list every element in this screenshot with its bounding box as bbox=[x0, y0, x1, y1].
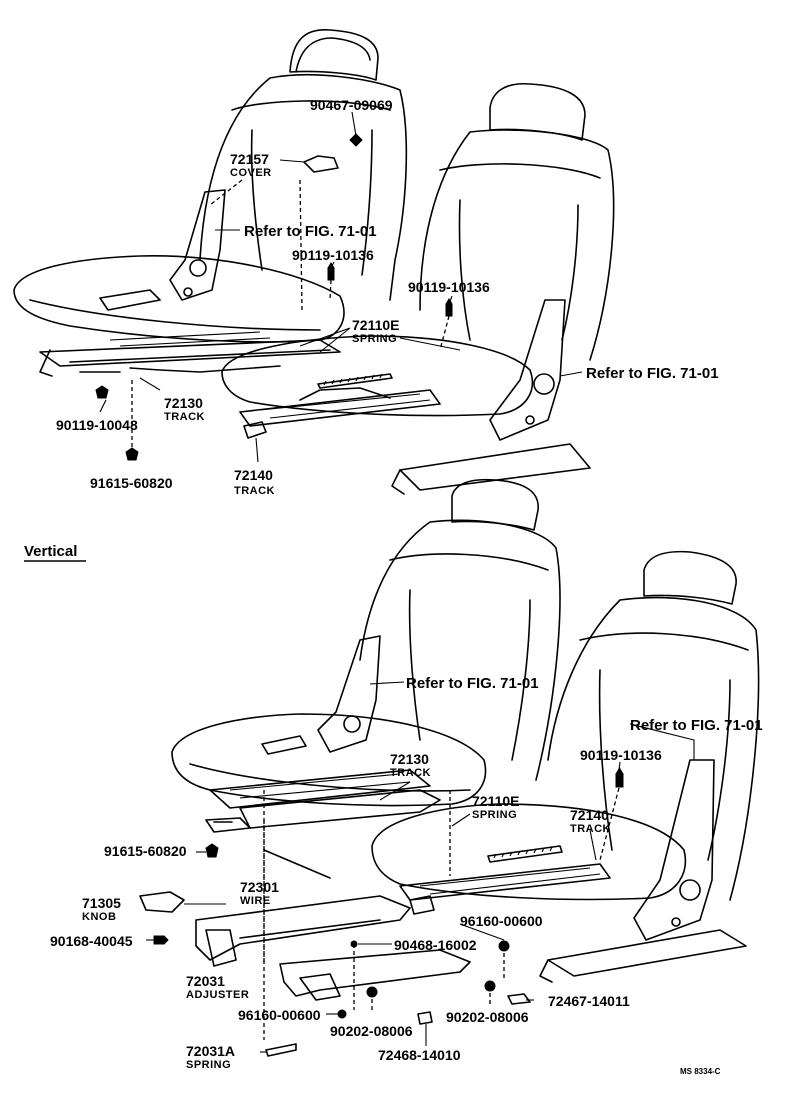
lower-left-seat bbox=[171, 478, 561, 833]
label-72140-lower: 72140 bbox=[570, 807, 609, 823]
lower-right-seat bbox=[371, 550, 760, 983]
label-72031-name: ADJUSTER bbox=[186, 989, 249, 1001]
upper-leader-lines bbox=[99, 111, 583, 463]
label-72140-upper: 72140 bbox=[234, 467, 273, 483]
label-72301-name: WIRE bbox=[240, 895, 271, 907]
label-96160-00600-upper-pos: 96160-00600 bbox=[460, 913, 543, 929]
label-71305-name: KNOB bbox=[82, 911, 116, 923]
label-90168-40045: 90168-40045 bbox=[50, 933, 133, 949]
label-90119-10136-lower: 90119-10136 bbox=[580, 747, 662, 763]
label-90119-10048: 90119-10048 bbox=[56, 417, 138, 433]
label-72157-name: COVER bbox=[230, 167, 272, 179]
refer-fig-71-01-upper-left: Refer to FIG. 71-01 bbox=[244, 223, 377, 240]
lower-leader-lines bbox=[146, 681, 695, 1053]
label-90119-10136-upper-left: 90119-10136 bbox=[292, 247, 374, 263]
label-72110E-lower-name: SPRING bbox=[472, 809, 517, 821]
lower-adjuster-assembly bbox=[139, 821, 471, 1057]
label-72031A: 72031A bbox=[186, 1043, 235, 1059]
label-72130-upper-name: TRACK bbox=[164, 411, 205, 423]
label-96160-00600-lower-pos: 96160-00600 bbox=[238, 1007, 321, 1023]
label-72031: 72031 bbox=[186, 973, 225, 989]
label-91615-60820-lower: 91615-60820 bbox=[104, 843, 187, 859]
label-90467-09069: 90467-09069 bbox=[310, 97, 393, 113]
label-72467-14011: 72467-14011 bbox=[548, 993, 630, 1009]
label-72140-lower-name: TRACK bbox=[570, 823, 611, 835]
label-90202-08006-left: 90202-08006 bbox=[330, 1023, 413, 1039]
section-vertical-label: Vertical bbox=[24, 543, 77, 560]
figure-code: MS 8334-C bbox=[680, 1067, 721, 1076]
label-90119-10136-upper-right: 90119-10136 bbox=[408, 279, 490, 295]
refer-fig-71-01-lower-left: Refer to FIG. 71-01 bbox=[406, 675, 539, 692]
label-72110E-upper: 72110E bbox=[352, 317, 400, 333]
label-71305: 71305 bbox=[82, 895, 121, 911]
label-72130-lower-name: TRACK bbox=[390, 767, 431, 779]
label-91615-60820-upper: 91615-60820 bbox=[90, 475, 173, 491]
upper-right-seat bbox=[221, 83, 615, 495]
label-90202-08006-right: 90202-08006 bbox=[446, 1009, 529, 1025]
label-72468-14010: 72468-14010 bbox=[378, 1047, 461, 1063]
section-vertical: Vertical bbox=[24, 543, 86, 562]
label-72301: 72301 bbox=[240, 879, 279, 895]
label-72031A-name: SPRING bbox=[186, 1059, 231, 1071]
label-72157: 72157 bbox=[230, 151, 269, 167]
label-72130-lower: 72130 bbox=[390, 751, 429, 767]
upper-fasteners bbox=[95, 133, 453, 461]
refer-fig-71-01-lower-right: Refer to FIG. 71-01 bbox=[630, 717, 763, 734]
lower-fasteners bbox=[205, 767, 624, 1025]
label-72140-upper-name: TRACK bbox=[234, 485, 275, 497]
refer-fig-71-01-upper-right: Refer to FIG. 71-01 bbox=[586, 365, 719, 382]
label-90468-16002: 90468-16002 bbox=[394, 937, 477, 953]
label-72110E-lower: 72110E bbox=[472, 793, 520, 809]
upper-left-seat bbox=[13, 29, 408, 377]
label-72110E-upper-name: SPRING bbox=[352, 333, 397, 345]
label-72130-upper: 72130 bbox=[164, 395, 203, 411]
